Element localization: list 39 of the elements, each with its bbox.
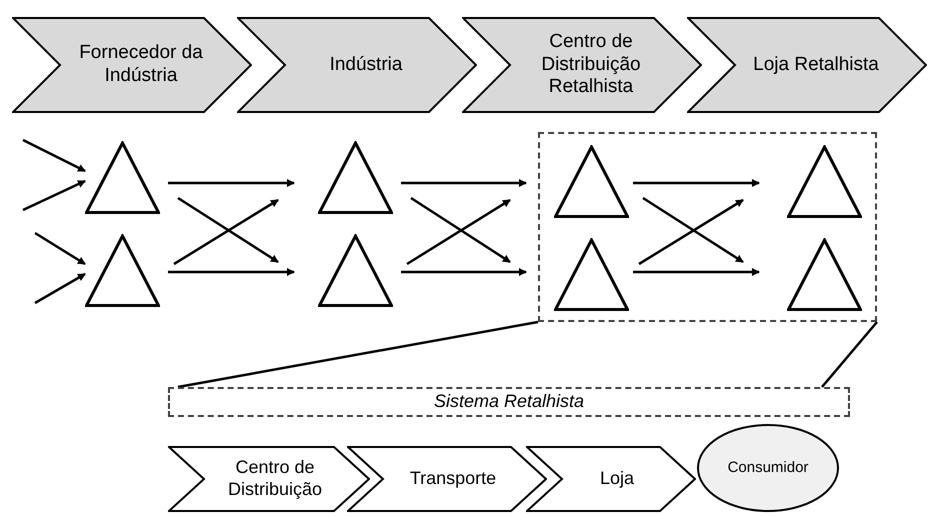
node-label: Sistema Retalhista [434,391,584,413]
arrow [168,268,295,276]
inventory-triangle [318,141,393,214]
dashed-box [168,387,850,417]
inventory-triangle [85,234,160,307]
node-label: Fornecedor da Indústria [78,42,204,88]
inventory-triangle [554,145,629,218]
arrow [168,179,295,187]
inventory-triangle [787,145,862,218]
node-label: Transporte [410,468,496,490]
chevron-step [347,446,547,512]
node-label: Loja [600,468,634,490]
arrow [34,272,86,304]
arrow [401,268,527,276]
node-label: Centro de Distribuição [226,457,324,501]
chevron-step [12,17,252,113]
arrow [34,232,86,266]
inventory-triangle [554,238,629,311]
node-label: Indústria [330,54,402,76]
chevron-step [462,17,702,113]
node-label: Consumidor [728,459,808,477]
zoom-line [821,321,878,388]
arrow [22,138,86,172]
inventory-triangle [318,234,393,307]
dashed-frame [538,132,877,322]
ellipse-node [697,424,839,512]
chevron-step [237,17,477,113]
zoom-line [178,320,538,388]
arrow [633,179,760,187]
node-label: Loja Retalhista [753,54,879,76]
arrow [633,268,760,276]
inventory-triangle [85,141,160,214]
arrow [401,179,527,187]
node-label: Centro de Distribuição Retalhista [540,30,642,100]
arrow [22,180,86,212]
chevron-step [526,446,696,512]
chevron-step [687,17,927,113]
inventory-triangle [787,238,862,311]
chevron-step [168,446,370,512]
